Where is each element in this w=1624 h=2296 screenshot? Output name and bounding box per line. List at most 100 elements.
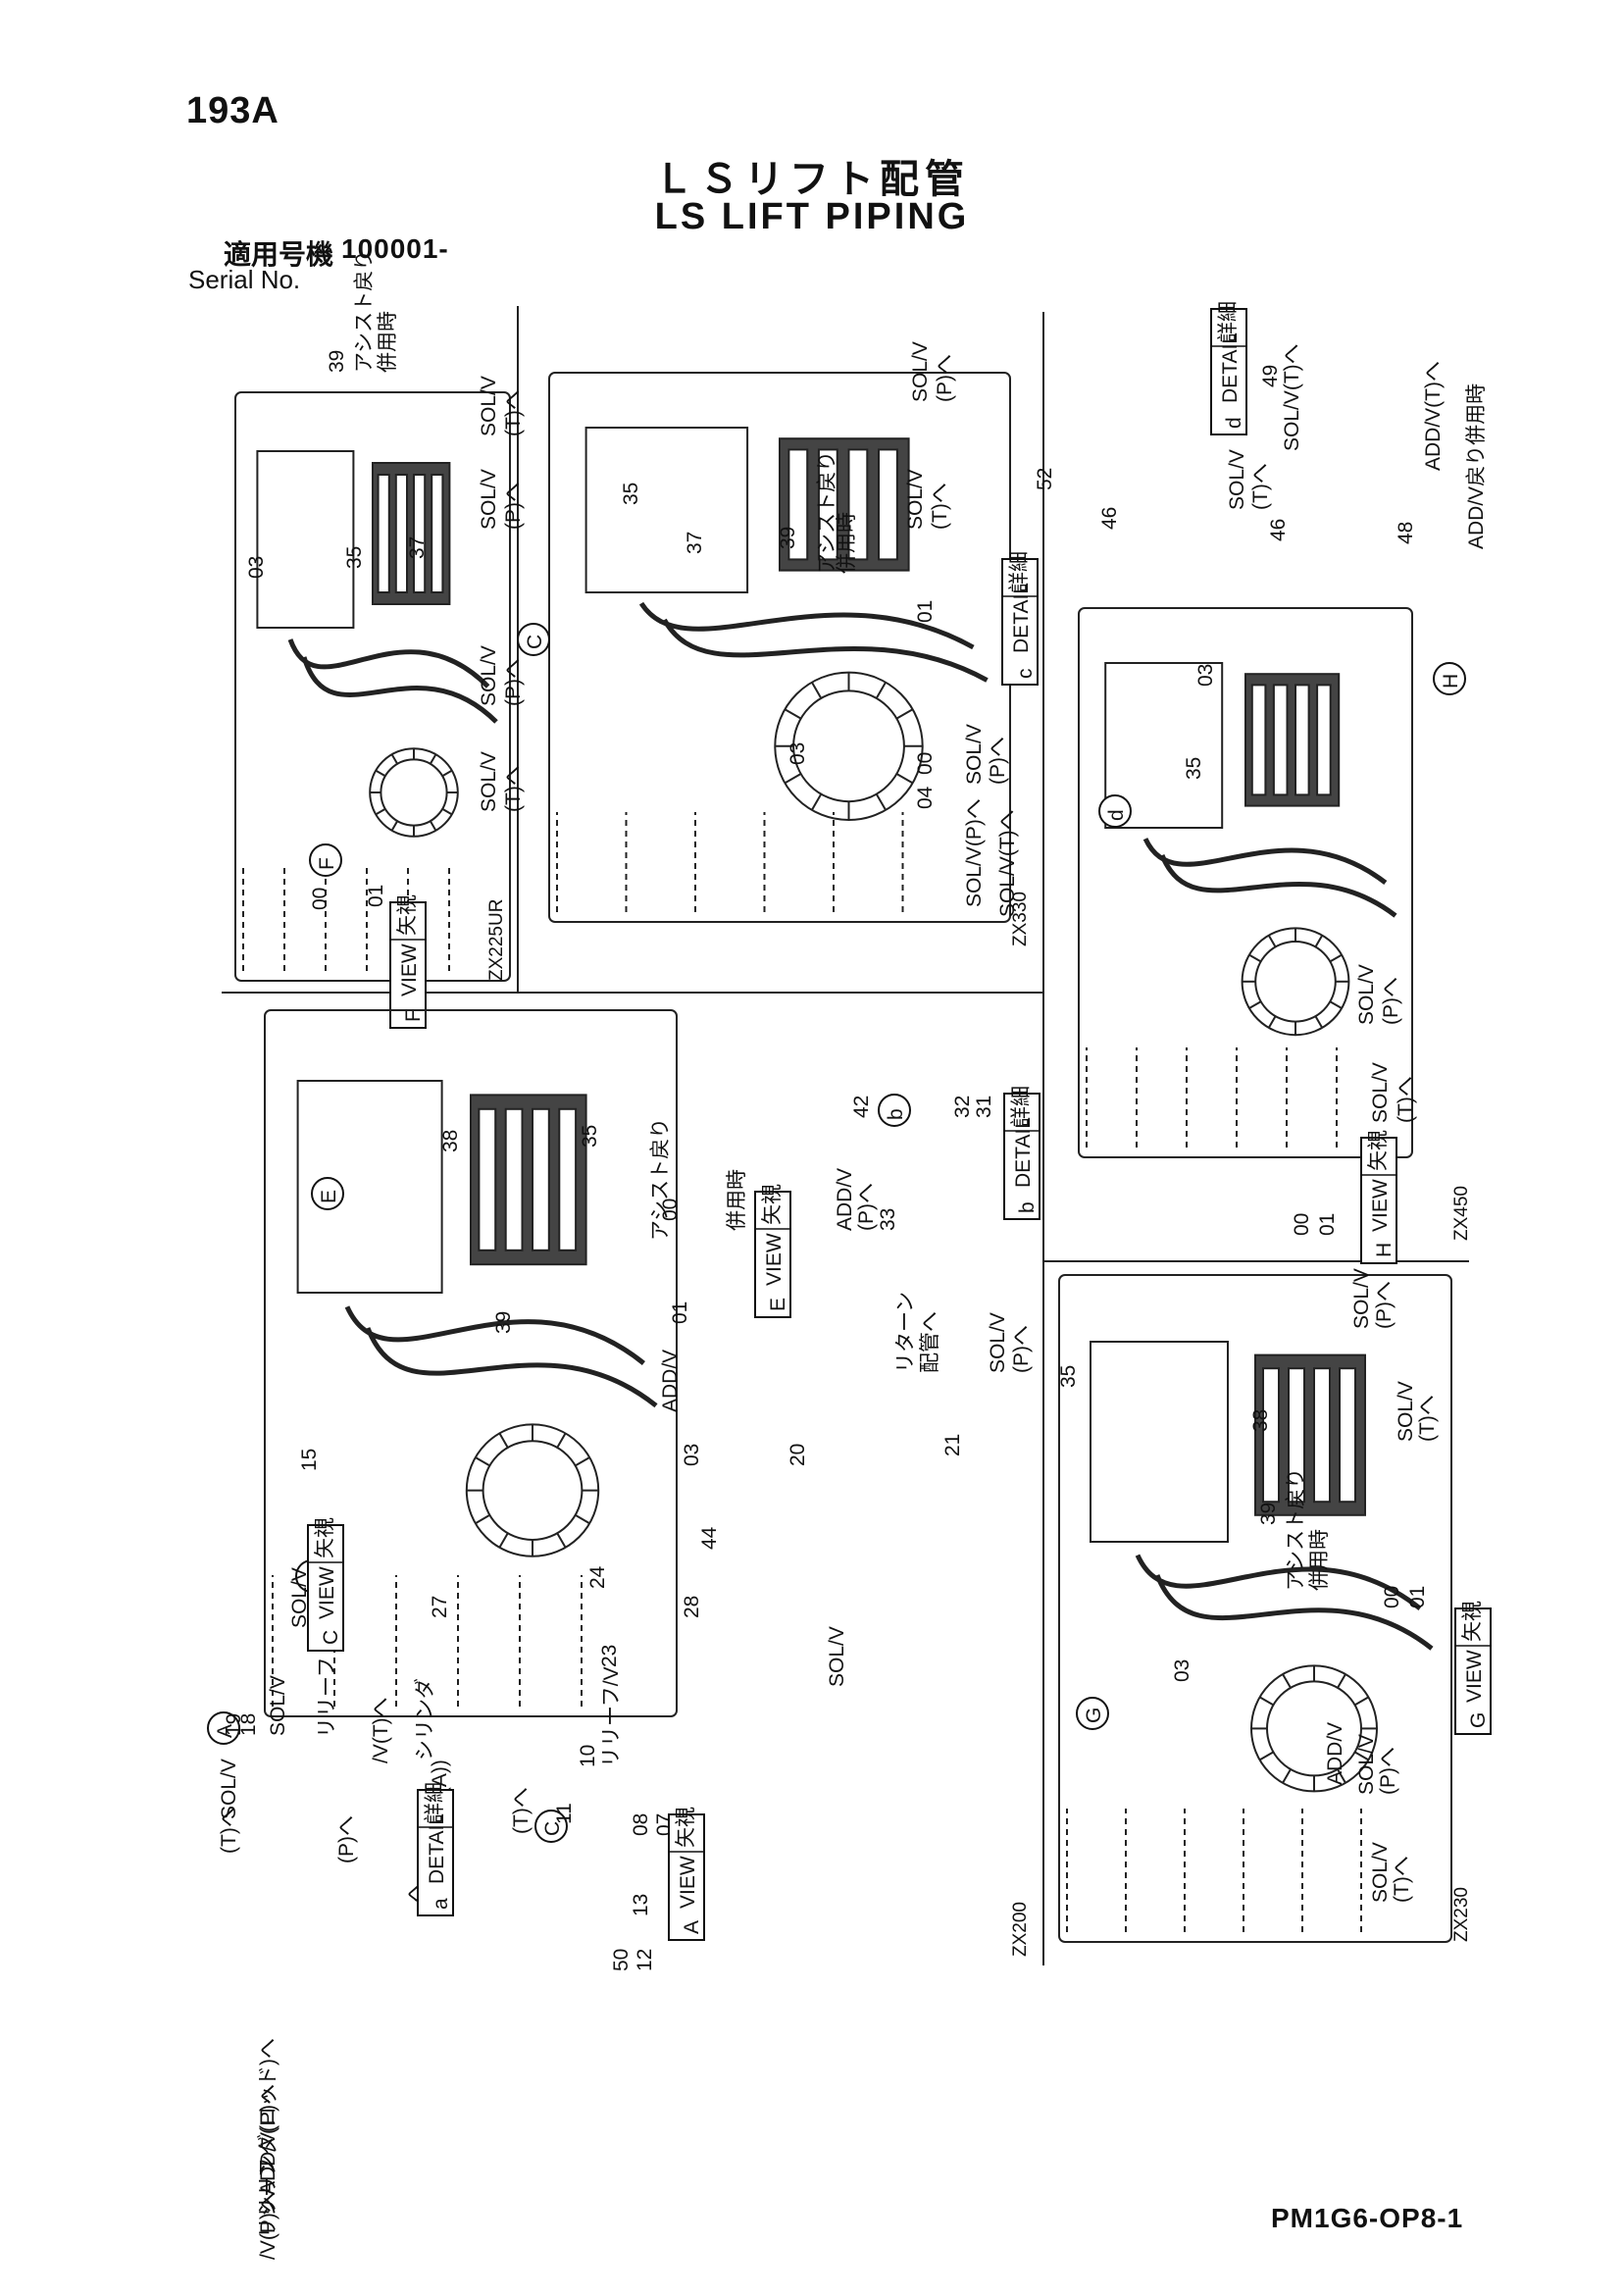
part-label: 08 — [630, 1813, 652, 1836]
part-label: ADD/V — [1324, 1722, 1346, 1785]
part-label: 44 — [698, 1526, 721, 1550]
part-label: 39 — [1257, 1503, 1280, 1525]
part-label: 35 — [620, 483, 642, 505]
part-label: SOL/V — [1369, 1062, 1392, 1123]
callout-letter: G — [1083, 1708, 1105, 1723]
part-label: 38 — [1249, 1409, 1272, 1432]
part-label: 28 — [681, 1596, 703, 1618]
part-label: 00 — [1381, 1586, 1403, 1608]
tag-word: VIEW — [316, 1566, 338, 1619]
part-label: アシスト戻り — [353, 250, 376, 373]
part-label: (T)へ — [218, 1807, 240, 1854]
part-label: 10 — [577, 1745, 599, 1767]
part-label: SOL/V — [987, 1312, 1009, 1373]
tag-letter: d — [1223, 417, 1245, 429]
part-label: ADD/V — [659, 1350, 682, 1412]
callout-circle — [878, 1094, 911, 1127]
part-label: 39 — [326, 350, 348, 373]
part-label: (P)へ — [934, 354, 956, 402]
callout-letter: d — [1105, 809, 1128, 821]
callout-letter: A — [214, 1724, 236, 1738]
part-label: 00 — [1291, 1213, 1313, 1236]
callout-letter: H — [1440, 674, 1462, 689]
tag-kanji: 矢視 — [761, 1184, 784, 1225]
part-label: 52 — [1034, 468, 1056, 490]
part-label: SOL/V(T)へ — [1281, 343, 1303, 451]
tag-kanji: 矢視 — [675, 1807, 697, 1848]
machine-sketch — [264, 1009, 678, 1717]
part-label: (T)へ — [1395, 1076, 1417, 1123]
part-label: SOL/V — [826, 1626, 848, 1687]
part-label: 15 — [298, 1449, 321, 1471]
part-label: (P)へ — [1010, 1325, 1033, 1373]
valve-block — [1254, 1353, 1366, 1516]
part-label: SOL/V — [478, 376, 500, 436]
part-label: 配管へ — [919, 1311, 941, 1373]
part-label: 42 — [850, 1096, 873, 1118]
part-label: シリンダ — [414, 1678, 436, 1760]
tag-kanji: 詳細 — [1008, 551, 1031, 592]
model-name: ZX450 — [1451, 1186, 1472, 1241]
tag-letter: H — [1373, 1243, 1396, 1257]
serial-label-english: Serial No. — [188, 265, 301, 294]
machine-sketch — [1078, 607, 1413, 1158]
part-label: SOL/V — [478, 469, 500, 530]
tag-word: VIEW — [677, 1856, 699, 1909]
part-label: ADD/V(T)へ — [1422, 361, 1445, 471]
part-label: ADD/V(P)へ — [257, 2084, 279, 2195]
callout-letter: C — [541, 1821, 564, 1836]
callout-circle — [517, 623, 550, 656]
callout-letter: b — [885, 1108, 907, 1120]
part-label: リリーフ — [257, 2157, 279, 2238]
callout-circle — [1433, 662, 1466, 695]
part-label: 01 — [365, 885, 387, 907]
part-label: (T)へ — [510, 1787, 533, 1834]
part-label: 35 — [1183, 757, 1205, 780]
part-label: 01 — [914, 600, 937, 623]
part-label: 46 — [1098, 507, 1121, 530]
part-label: 48 — [1395, 522, 1417, 544]
part-label: リリーフ/V — [600, 1666, 623, 1767]
tag-letter: F — [402, 1009, 425, 1022]
part-label: 併用時 — [377, 311, 399, 373]
part-label: 39 — [777, 527, 799, 549]
part-label: リターン — [894, 1292, 917, 1373]
part-label: アシスト戻り — [1285, 1468, 1307, 1591]
part-label: SOL/V — [1350, 1268, 1373, 1329]
model-name: ZX200 — [1010, 1902, 1031, 1957]
title-english: LS LIFT PIPING — [654, 196, 970, 237]
part-label: (P)へ — [502, 482, 525, 530]
tag-word: DETAIL — [1012, 1117, 1035, 1188]
hose-lines — [344, 1305, 658, 1408]
part-label: SOL/V — [218, 1759, 240, 1819]
model-name: ZX330 — [1010, 892, 1031, 946]
serial-number-value: 100001- — [341, 233, 449, 264]
tag-word: VIEW — [1369, 1179, 1392, 1232]
tag-word: DETAIL — [1219, 332, 1242, 403]
part-label: 35 — [343, 546, 366, 569]
part-label: SOL/V — [1395, 1381, 1417, 1442]
part-label: (T)へ — [1416, 1395, 1439, 1442]
part-label: 35 — [1057, 1365, 1080, 1388]
part-label: 併用時 — [726, 1169, 748, 1231]
callout-circle — [207, 1711, 240, 1745]
part-label: 39 — [492, 1311, 515, 1334]
tag-word: DETAIL — [426, 1813, 448, 1884]
tag-letter: c — [1014, 669, 1037, 680]
callout-letter: E — [318, 1190, 340, 1203]
tag-letter: G — [1467, 1712, 1490, 1728]
tag-kanji: 詳細 — [1010, 1086, 1033, 1127]
part-label: SOL/V(T)へ — [996, 809, 1019, 917]
callout-letter: F — [316, 857, 338, 870]
part-label: (T)へ — [1391, 1856, 1413, 1903]
part-label: ADD/V戻り併用時 — [1465, 383, 1488, 549]
